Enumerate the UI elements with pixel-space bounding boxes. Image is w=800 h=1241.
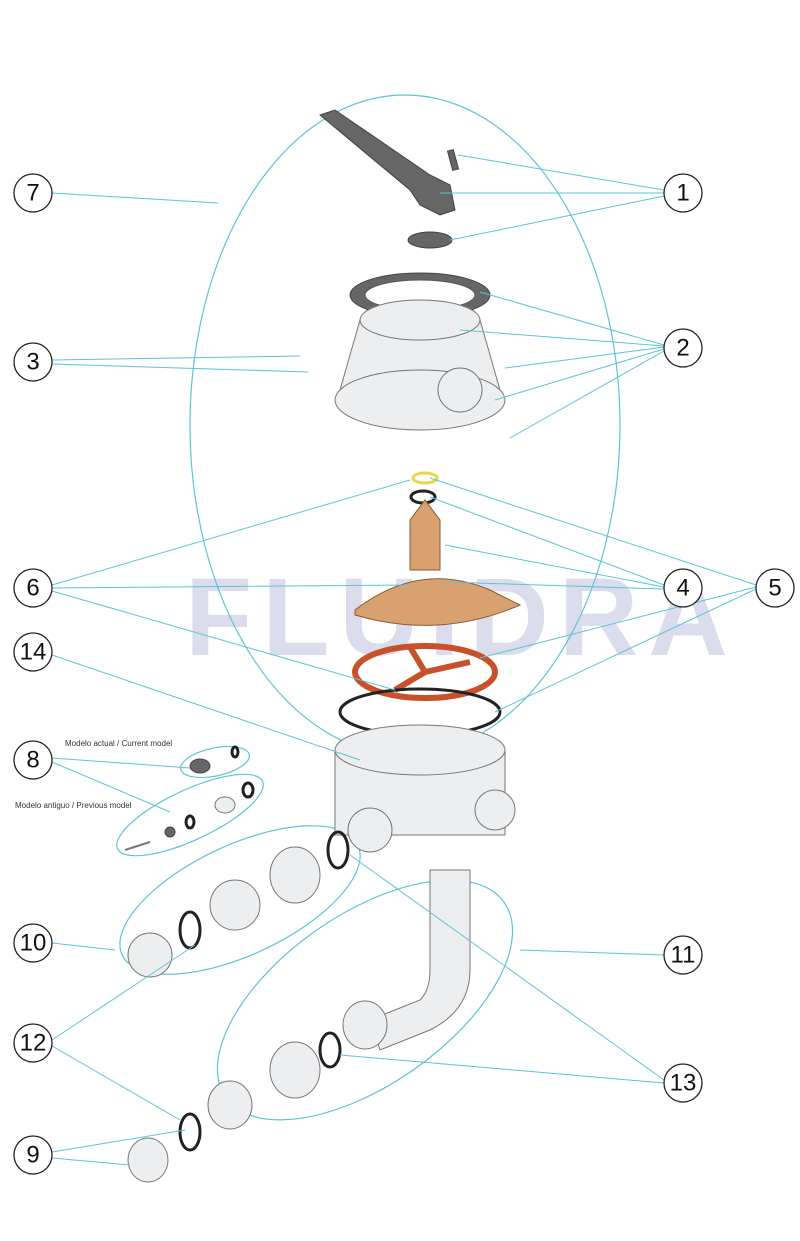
union-10-parts bbox=[127, 830, 350, 978]
current-model-label: Modelo actual / Current model bbox=[65, 739, 172, 748]
oring-yellow bbox=[411, 471, 439, 485]
svg-text:7: 7 bbox=[26, 180, 39, 207]
connector-9-part bbox=[127, 1137, 169, 1183]
handle-part bbox=[318, 109, 460, 216]
callout-1: 1 bbox=[663, 173, 703, 213]
washer-part bbox=[407, 231, 453, 249]
elbow-pipe-part bbox=[369, 869, 471, 1051]
svg-text:3: 3 bbox=[26, 349, 39, 376]
callout-3: 3 bbox=[13, 342, 53, 382]
callout-8: 8 bbox=[13, 740, 53, 780]
svg-text:9: 9 bbox=[26, 1142, 39, 1169]
previous-model-label: Modelo antiguo / Previous model bbox=[15, 801, 132, 810]
callout-9: 9 bbox=[13, 1135, 53, 1175]
svg-text:2: 2 bbox=[676, 335, 689, 362]
group-outline-current-model bbox=[180, 745, 250, 779]
svg-text:12: 12 bbox=[20, 1030, 47, 1057]
svg-text:1: 1 bbox=[676, 180, 689, 207]
leader-lines bbox=[51, 154, 757, 1166]
callout-13: 13 bbox=[663, 1063, 703, 1103]
callout-5: 5 bbox=[755, 568, 795, 608]
gasket-star-part bbox=[352, 643, 498, 701]
callout-7: 7 bbox=[13, 173, 53, 213]
valve-cover-part bbox=[334, 299, 506, 431]
svg-text:14: 14 bbox=[20, 639, 47, 666]
callout-6: 6 bbox=[13, 568, 53, 608]
valve-body-part bbox=[334, 724, 516, 853]
previous-model-parts bbox=[124, 781, 255, 851]
callout-2: 2 bbox=[663, 328, 703, 368]
svg-text:6: 6 bbox=[26, 575, 39, 602]
svg-text:5: 5 bbox=[768, 575, 781, 602]
callout-12: 12 bbox=[13, 1023, 53, 1063]
callout-11: 11 bbox=[663, 935, 703, 975]
svg-text:13: 13 bbox=[670, 1070, 697, 1097]
svg-text:11: 11 bbox=[671, 942, 696, 969]
svg-text:8: 8 bbox=[26, 747, 39, 774]
oring-12 bbox=[178, 1112, 202, 1152]
spring-shaft-part bbox=[409, 499, 441, 571]
group-outline-previous-model bbox=[116, 773, 264, 857]
svg-text:4: 4 bbox=[676, 575, 689, 602]
union-11-parts bbox=[207, 1000, 388, 1130]
callout-14: 14 bbox=[13, 632, 53, 672]
svg-text:10: 10 bbox=[20, 930, 47, 957]
callout-10: 10 bbox=[13, 923, 53, 963]
current-model-parts bbox=[189, 745, 240, 774]
callout-4: 4 bbox=[663, 568, 703, 608]
